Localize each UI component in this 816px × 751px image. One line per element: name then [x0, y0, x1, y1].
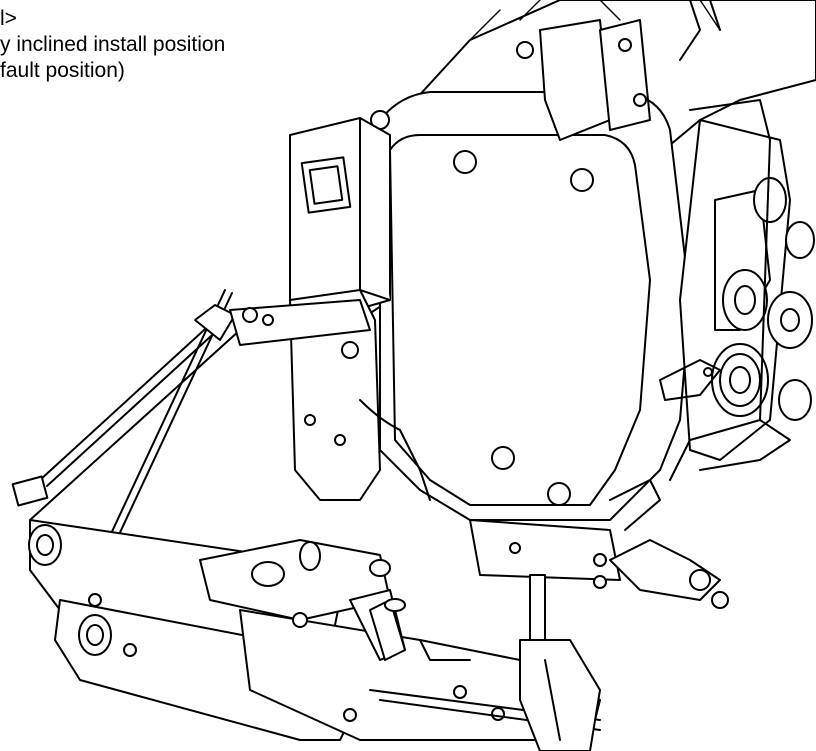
top-bracket — [516, 0, 771, 421]
vertical-bracket — [289, 289, 431, 501]
machine-head — [370, 91, 691, 521]
figure-caption: l> y inclined install position fault pos… — [0, 6, 225, 84]
needle-assembly — [469, 479, 729, 751]
thread-tension-assembly — [659, 119, 815, 481]
switch-box — [289, 117, 391, 321]
caption-line-3: fault position) — [0, 59, 125, 82]
lock-screw — [369, 598, 406, 661]
caption-line-2: y inclined install position — [0, 33, 226, 56]
caption-line-1: l> — [0, 7, 17, 30]
support-rods — [11, 289, 371, 604]
